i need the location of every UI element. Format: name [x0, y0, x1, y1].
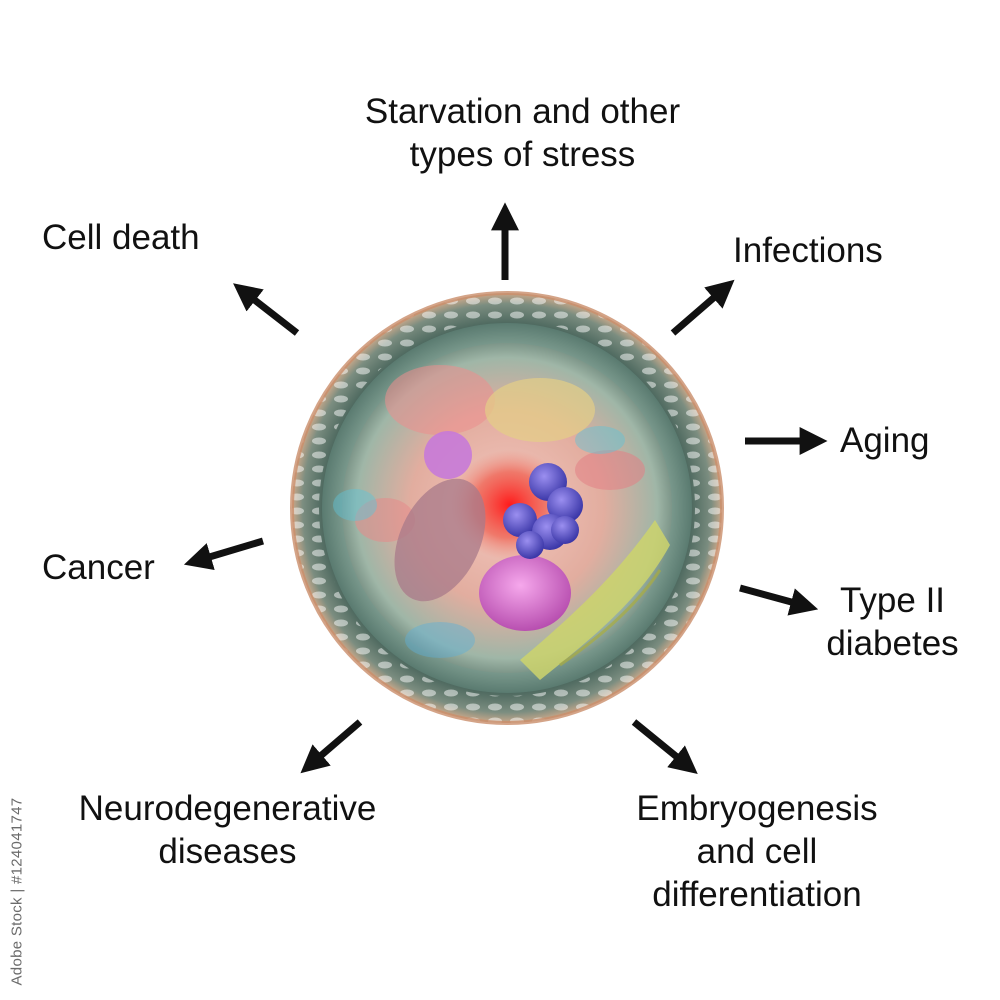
label-embryogenesis: Embryogenesis and cell differentiation: [612, 787, 902, 916]
arrow-infections: [670, 279, 735, 336]
label-embryogenesis-line3: differentiation: [652, 875, 862, 914]
label-embryogenesis-line2: and cell: [696, 832, 818, 871]
arrow-embryogenesis: [631, 719, 698, 774]
arrow-diabetes: [739, 584, 819, 616]
label-aging: Aging: [840, 421, 930, 460]
label-diabetes: Type II diabetes: [805, 579, 980, 665]
label-neurodegenerative: Neurodegenerative diseases: [55, 787, 400, 873]
watermark-text: Adobe Stock | #124041747: [8, 797, 26, 986]
label-diabetes-line2: diabetes: [826, 624, 959, 663]
arrow-cell-death: [233, 283, 300, 336]
stock-watermark: Adobe Stock | #124041747: [4, 770, 30, 990]
arrow-cancer: [183, 537, 265, 571]
label-cell-death: Cell death: [42, 218, 200, 257]
label-infections: Infections: [733, 231, 883, 270]
cell-illustration: [290, 291, 724, 725]
label-embryogenesis-line1: Embryogenesis: [636, 789, 878, 828]
label-neurodegenerative-line1: Neurodegenerative: [78, 789, 377, 828]
label-neurodegenerative-line2: diseases: [158, 832, 297, 871]
label-cancer: Cancer: [42, 548, 155, 587]
label-diabetes-line1: Type II: [839, 581, 946, 620]
arrow-neurodegenerative: [300, 719, 363, 774]
label-starvation-line2: types of stress: [409, 135, 636, 174]
label-starvation-line1: Starvation and other: [364, 92, 681, 131]
label-starvation: Starvation and other types of stress: [330, 90, 715, 176]
